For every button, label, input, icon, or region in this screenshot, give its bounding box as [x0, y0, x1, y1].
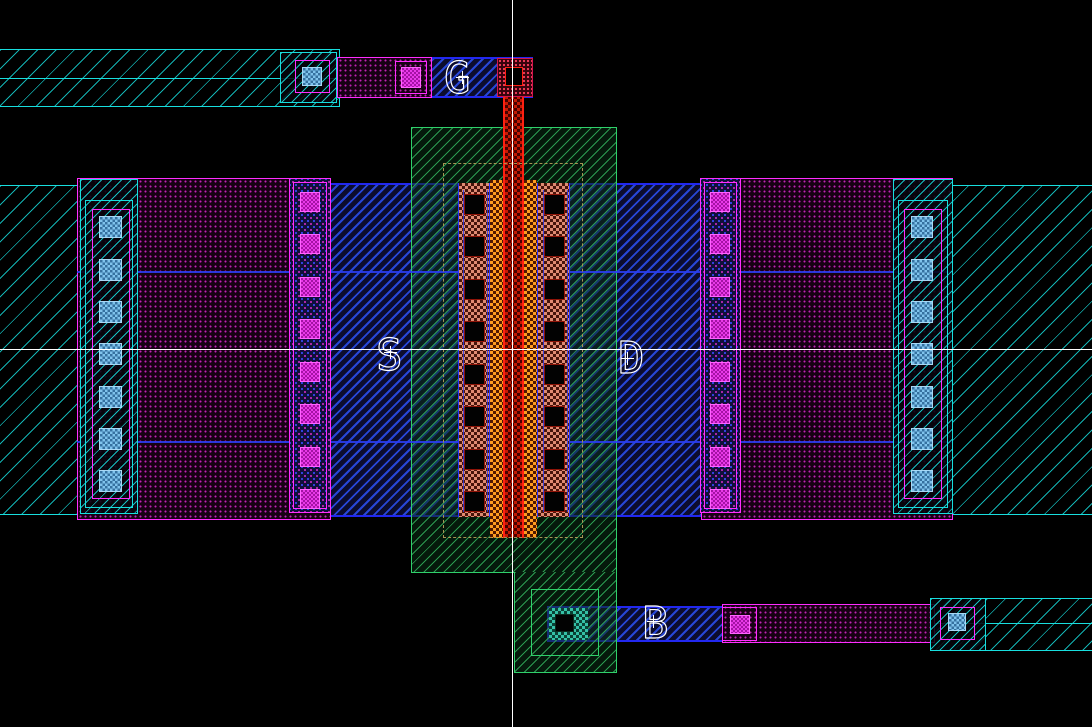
drain-contact[interactable] [544, 236, 565, 257]
port-label-gate[interactable]: G [440, 52, 488, 104]
port-label-source-text: S [376, 330, 403, 381]
m2-m3-via[interactable] [911, 386, 933, 408]
m1-m2-via[interactable] [710, 362, 730, 382]
m2-m3-via[interactable] [911, 301, 933, 323]
m2-m3-via[interactable] [948, 613, 966, 631]
poly-contact-pad[interactable] [497, 58, 533, 97]
bulk-m1-m2-via[interactable] [730, 615, 750, 634]
m1-m2-via[interactable] [710, 404, 730, 424]
crosshair-vertical [512, 0, 513, 727]
via-m2-outline [295, 60, 330, 93]
m1-m2-via[interactable] [300, 362, 320, 382]
m2-m3-via[interactable] [99, 428, 122, 450]
metal2-bulk-bar[interactable] [722, 604, 935, 643]
finger-metal-edge [487, 190, 488, 512]
poly-contact-cut [505, 67, 523, 86]
m1-m2-via[interactable] [710, 489, 730, 509]
port-anchor-cross-bulk[interactable] [647, 615, 660, 628]
port-label-bulk[interactable]: B [638, 597, 686, 650]
via-m2-outline [940, 607, 975, 640]
m2-m3-via[interactable] [911, 428, 933, 450]
via-stack-inner-outline [898, 200, 948, 508]
drain-contact[interactable] [544, 194, 565, 215]
via-stack-inner-outline [85, 200, 133, 508]
metal3-bar-midline [931, 623, 1092, 624]
source-contact[interactable] [464, 321, 485, 342]
select-implant-outline[interactable] [443, 163, 583, 538]
port-label-gate-text: G [444, 53, 471, 104]
metal3-plate-left[interactable] [0, 185, 80, 515]
m1-m2-via[interactable] [710, 234, 730, 254]
port-label-bulk-text: B [642, 598, 669, 649]
metal3-bar-midline [0, 78, 339, 79]
m2-m3-via[interactable] [911, 343, 933, 365]
m2-m3-via[interactable] [99, 470, 122, 492]
m1-m2-via[interactable] [710, 277, 730, 297]
m2-m3-via[interactable] [99, 216, 122, 238]
via-stack-m2-outline [92, 209, 130, 499]
source-contact[interactable] [464, 194, 485, 215]
port-label-source[interactable]: S [372, 329, 420, 382]
m1-m2-via[interactable] [300, 319, 320, 339]
bulk-via-enclosure [722, 607, 757, 641]
m2-m3-via[interactable] [911, 259, 933, 281]
drain-contact[interactable] [544, 279, 565, 300]
m2-m3-via[interactable] [99, 386, 122, 408]
crosshair-horizontal [0, 349, 1092, 350]
source-contact[interactable] [464, 491, 485, 512]
gate-edge-left [490, 180, 503, 538]
via-stack-m2-outline [904, 209, 942, 499]
m1-m2-via[interactable] [710, 319, 730, 339]
finger-metal-edge [543, 190, 544, 512]
source-contact[interactable] [464, 236, 485, 257]
port-anchor-cross-gate[interactable] [456, 71, 469, 84]
port-anchor-cross-source[interactable] [384, 346, 397, 359]
m1-m2-via[interactable] [300, 277, 320, 297]
source-contact[interactable] [464, 279, 485, 300]
m2-m3-via[interactable] [302, 67, 322, 86]
m1-m2-via[interactable] [300, 192, 320, 212]
m2-m3-via[interactable] [911, 216, 933, 238]
drain-contact[interactable] [544, 406, 565, 427]
drain-contact[interactable] [544, 321, 565, 342]
poly-gate-stripe[interactable] [503, 93, 524, 538]
m1-m2-via[interactable] [710, 192, 730, 212]
bulk-tap-contact-cut [555, 614, 574, 632]
finger-metal-edge [463, 190, 464, 512]
m2-m3-via[interactable] [911, 470, 933, 492]
m2-m3-via[interactable] [99, 259, 122, 281]
m1-m2-via[interactable] [710, 447, 730, 467]
m1-m2-via[interactable] [300, 489, 320, 509]
source-contact[interactable] [464, 364, 485, 385]
m2-m3-via[interactable] [99, 301, 122, 323]
gate-via-enclosure [395, 61, 427, 94]
m1-m2-via[interactable] [300, 234, 320, 254]
gate-m1-m2-via[interactable] [401, 67, 421, 88]
drain-contact[interactable] [544, 491, 565, 512]
source-contact[interactable] [464, 406, 485, 427]
drain-contact[interactable] [544, 364, 565, 385]
tap-select-outline[interactable] [531, 589, 599, 656]
finger-metal-edge [567, 190, 568, 512]
m1-m2-via[interactable] [300, 447, 320, 467]
m2-m3-via[interactable] [99, 343, 122, 365]
source-contact[interactable] [464, 449, 485, 470]
port-anchor-cross-drain[interactable] [621, 352, 634, 365]
well-region-edge [411, 572, 514, 573]
m1-m2-via[interactable] [300, 404, 320, 424]
drain-contact[interactable] [544, 449, 565, 470]
gate-edge-right [524, 180, 537, 538]
